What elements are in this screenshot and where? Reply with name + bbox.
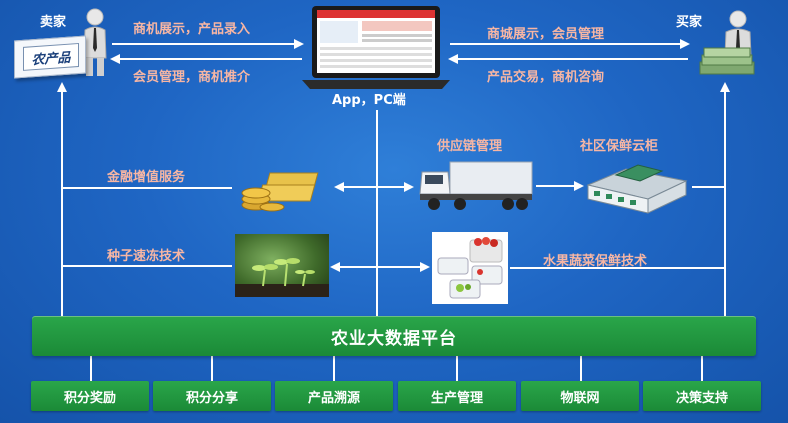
app-to-buyer-label: 产品交易，商机咨询	[487, 70, 605, 85]
buyer-to-app-label: 商城展示，会员管理	[487, 27, 605, 42]
app-vertical-line	[376, 110, 378, 316]
gold-coins-icon	[238, 165, 326, 213]
module-label: 生产管理	[430, 390, 483, 406]
module-label: 物联网	[560, 390, 600, 406]
module-label: 产品溯源	[307, 390, 360, 406]
warehouse-icon	[586, 155, 692, 215]
module-tick-3	[333, 356, 335, 381]
truck-icon	[416, 158, 536, 214]
cabinet-label: 社区保鲜云柜	[580, 139, 659, 154]
buyer-vertical-line	[724, 88, 726, 316]
seed-label: 种子速冻技术	[107, 249, 186, 264]
module-traceability: 产品溯源	[275, 381, 393, 411]
finance-label: 金融增值服务	[107, 170, 186, 185]
app-label: App，PC端	[332, 93, 406, 108]
seed-line	[62, 265, 232, 267]
module-label: 积分奖励	[63, 390, 116, 406]
module-tick-1	[90, 356, 92, 381]
fresh-line	[510, 267, 724, 269]
fresh-produce-photo	[432, 232, 508, 304]
module-points-share: 积分分享	[153, 381, 271, 411]
module-decision: 决策支持	[643, 381, 761, 411]
module-tick-5	[580, 356, 582, 381]
seller-vertical-line	[61, 88, 63, 316]
module-iot: 物联网	[521, 381, 639, 411]
module-label: 积分分享	[185, 390, 238, 406]
supply-chain-label: 供应链管理	[437, 139, 503, 154]
app-to-seller-label: 会员管理，商机推介	[133, 70, 251, 85]
module-points-reward: 积分奖励	[31, 381, 149, 411]
seller-title: 卖家	[40, 15, 67, 30]
module-tick-6	[701, 356, 703, 381]
seller-sign-inner: 农产品	[23, 42, 79, 71]
fresh-label: 水果蔬菜保鲜技术	[543, 254, 648, 269]
seller-figure-icon	[82, 8, 108, 78]
seller-sign-text: 农产品	[31, 50, 71, 68]
module-production: 生产管理	[398, 381, 516, 411]
money-stack-icon	[698, 46, 756, 76]
module-tick-4	[456, 356, 458, 381]
cabinet-line	[692, 186, 724, 188]
platform-title: 农业大数据平台	[331, 328, 457, 349]
platform-bar: 农业大数据平台	[32, 316, 756, 356]
seedling-photo	[235, 234, 329, 297]
seller-to-app-label: 商机展示，产品录入	[133, 22, 251, 37]
finance-line	[62, 187, 232, 189]
seller-sign: 农产品	[14, 35, 86, 79]
module-tick-2	[211, 356, 213, 381]
laptop-icon	[302, 6, 450, 90]
buyer-title: 买家	[676, 15, 703, 30]
module-label: 决策支持	[675, 390, 728, 406]
